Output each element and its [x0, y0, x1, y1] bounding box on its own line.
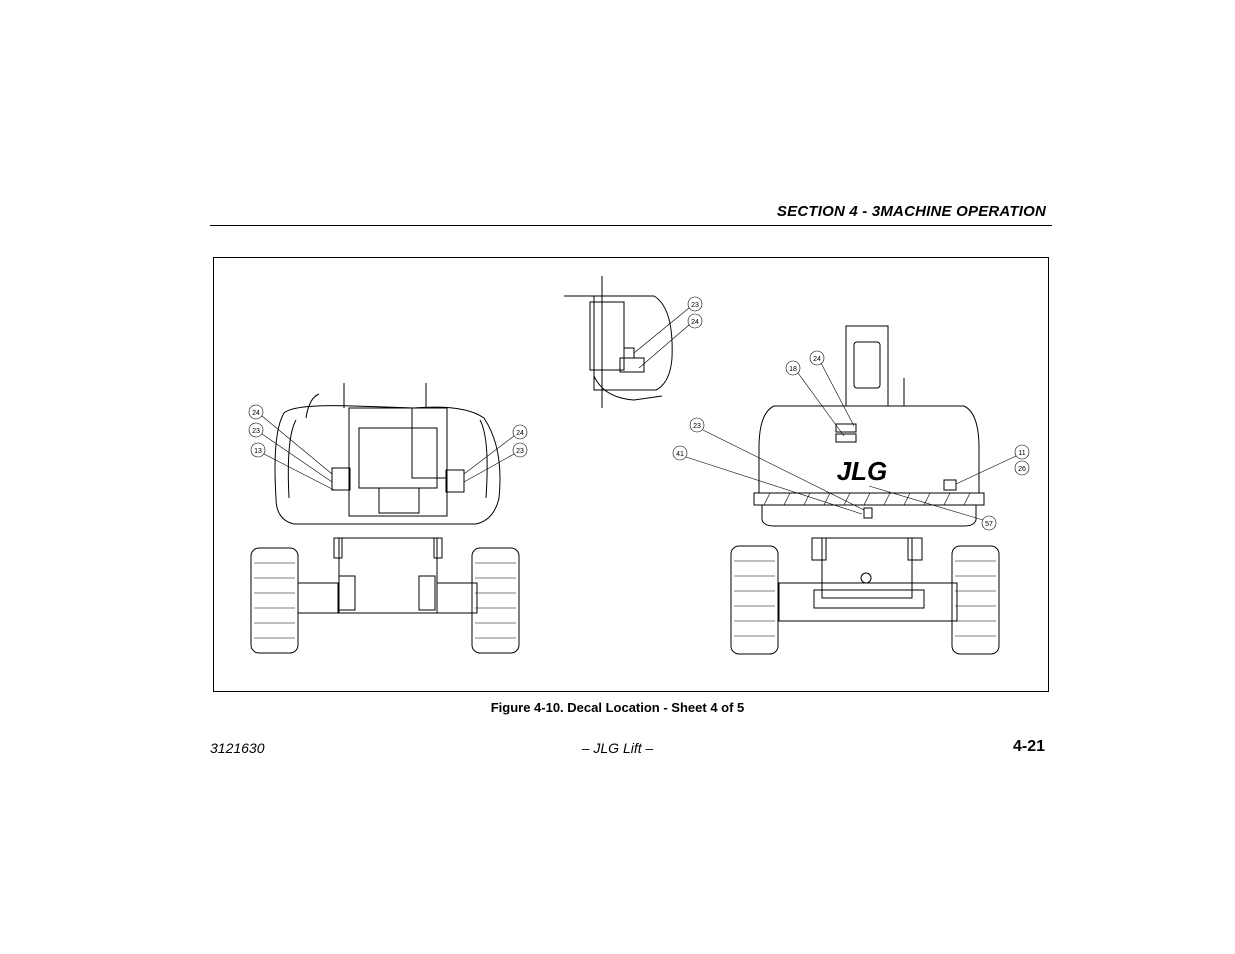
callout-23-left-right: 23 [516, 448, 524, 455]
callout-57-right: 57 [985, 521, 993, 528]
callout-13-left: 13 [254, 448, 262, 455]
callout-24-top: 24 [691, 319, 699, 326]
callout-23-left: 23 [252, 428, 260, 435]
footer-center-text: – JLG Lift – [581, 740, 654, 756]
figure-caption: Figure 4-10. Decal Location - Sheet 4 of… [490, 700, 745, 715]
callout-24-left-right: 24 [516, 430, 524, 437]
callout-24-right: 24 [813, 356, 821, 363]
callout-26-right: 26 [1018, 466, 1026, 473]
section-title: SECTION 4 - 3MACHINE OPERATION [776, 203, 1046, 220]
machine-drawing: 24 23 13 24 23 23 24 [248, 276, 1030, 655]
callout-41-right: 41 [676, 451, 684, 458]
left-machine-view: 24 23 13 24 23 [248, 383, 528, 654]
callout-23-right: 23 [693, 423, 701, 430]
top-machine-view: 23 24 [564, 276, 703, 408]
header-divider [210, 225, 1052, 226]
page-number: 4-21 [1012, 738, 1045, 755]
callout-23-top: 23 [691, 302, 699, 309]
callout-11-right: 11 [1018, 450, 1025, 457]
jlg-logo: JLG [837, 456, 888, 486]
callout-18-right: 18 [789, 366, 797, 373]
callout-24-left: 24 [252, 410, 260, 417]
doc-number: 3121630 [210, 740, 265, 756]
right-machine-view: JLG [672, 325, 1030, 655]
decal-location-figure: 24 23 13 24 23 23 24 [213, 257, 1049, 692]
